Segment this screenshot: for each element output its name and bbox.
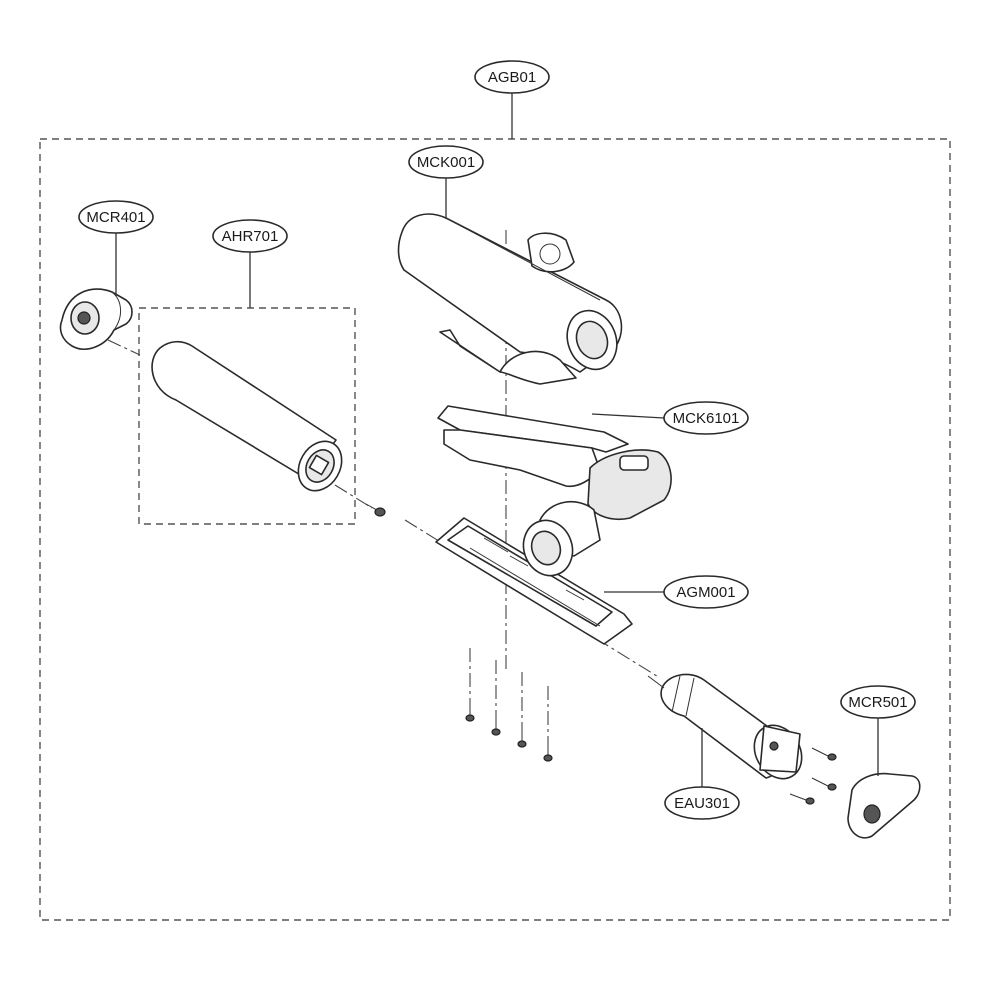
callout-mck001-label: MCK001: [417, 154, 475, 171]
callout-mcr501-label: MCR501: [848, 694, 907, 711]
assembly-frame: [39, 138, 951, 921]
callout-mck001: MCK001: [408, 145, 484, 179]
lower-base-part: [435, 517, 633, 645]
brush-roll-part: [151, 340, 343, 492]
ahr701-frame: [138, 307, 356, 525]
callout-agb01-label: AGB01: [488, 69, 536, 86]
callout-eau301-label: EAU301: [674, 795, 730, 812]
end-cap-right-part: [847, 772, 921, 839]
callout-mck6101: MCK6101: [663, 401, 749, 435]
diagonal-axis-left: [107, 339, 141, 356]
callout-agm001-label: AGM001: [676, 584, 735, 601]
diagonal-axis-mid: [334, 484, 373, 509]
callout-ahr701-label: AHR701: [222, 228, 279, 245]
callout-agb01: AGB01: [474, 60, 550, 94]
screw-set-motor: [789, 747, 837, 805]
callout-mck6101-label: MCK6101: [673, 410, 740, 427]
callout-mcr401: MCR401: [78, 200, 154, 234]
callout-eau301: EAU301: [664, 786, 740, 820]
callout-ahr701: AHR701: [212, 219, 288, 253]
callout-mcr501: MCR501: [840, 685, 916, 719]
callout-mcr401-label: MCR401: [86, 209, 145, 226]
middle-housing-part: [437, 329, 672, 557]
screw-brush: [365, 503, 386, 517]
motor-part: [647, 673, 803, 780]
end-cap-left-part: [59, 288, 133, 350]
mck6101-leader: [591, 413, 665, 419]
screw-set-vertical: [465, 648, 553, 762]
upper-cover-part: [397, 213, 623, 373]
callout-agm001: AGM001: [663, 575, 749, 609]
